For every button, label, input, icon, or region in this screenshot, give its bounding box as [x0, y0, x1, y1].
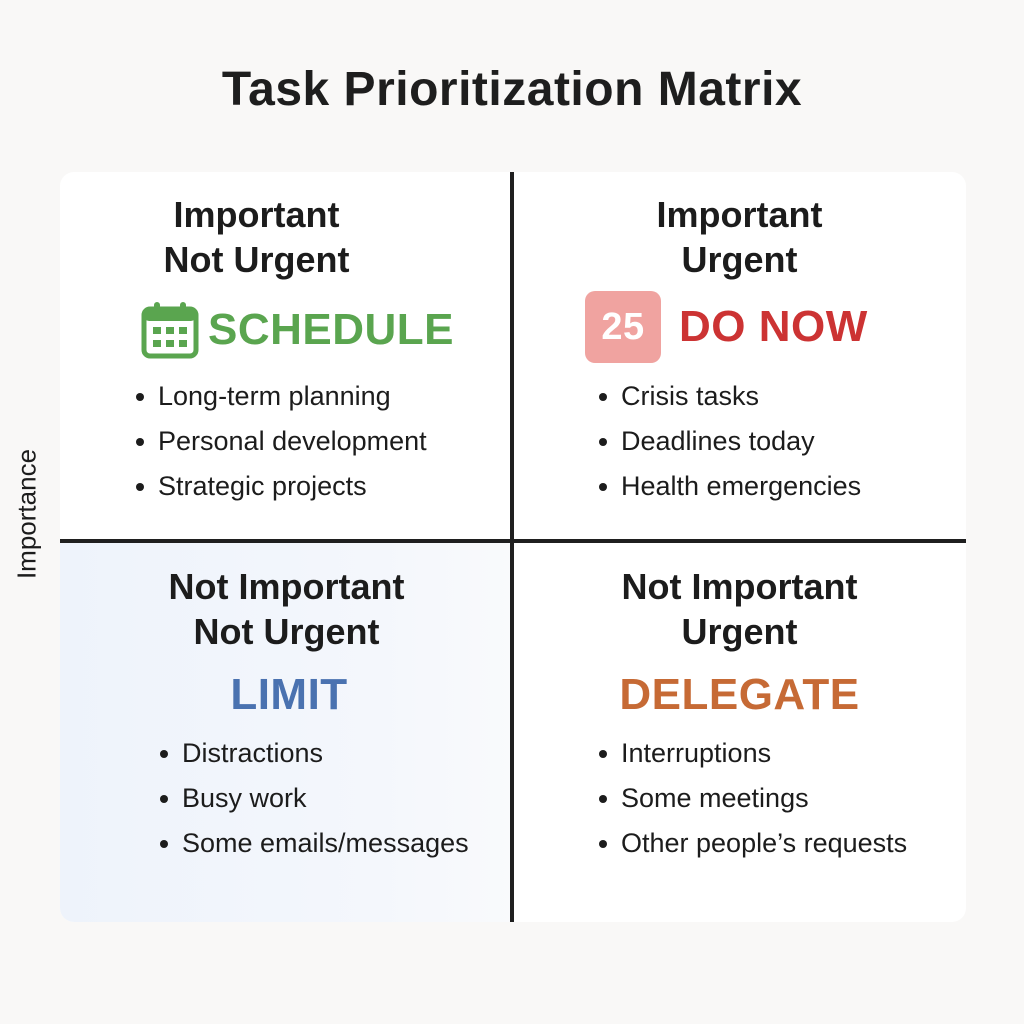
list-item: Health emergencies	[599, 464, 861, 509]
quadrant-not-important-urgent: Not Important Urgent DELEGATE Interrupti…	[513, 542, 966, 922]
heading-line-2: Urgent	[681, 611, 798, 652]
heading-line-2: Not Urgent	[193, 611, 380, 652]
priority-matrix: Important Not Urgent SCHEDULE	[60, 172, 966, 922]
heading-line-1: Important	[173, 194, 340, 235]
action-schedule: SCHEDULE	[140, 300, 454, 360]
action-label: SCHEDULE	[208, 305, 455, 354]
action-limit: LIMIT	[60, 670, 513, 720]
calendar-icon	[141, 302, 199, 359]
list-item: Deadlines today	[599, 419, 861, 464]
list-item: Busy work	[160, 776, 469, 821]
list-item: Other people’s requests	[599, 821, 907, 866]
action-do-now: 25 DO NOW	[585, 291, 868, 363]
quadrant-heading: Important Not Urgent	[60, 192, 483, 282]
horizontal-divider	[60, 539, 966, 543]
list-item: Some meetings	[599, 776, 907, 821]
action-delegate: DELEGATE	[513, 670, 966, 720]
quadrant-important-urgent: Important Urgent 25 DO NOW Crisis tasks …	[513, 172, 966, 542]
task-list: Interruptions Some meetings Other people…	[599, 731, 907, 866]
action-label: LIMIT	[230, 670, 348, 719]
list-item: Distractions	[160, 731, 469, 776]
list-item: Strategic projects	[136, 464, 427, 509]
quadrant-heading: Important Urgent	[513, 192, 966, 282]
list-item: Interruptions	[599, 731, 907, 776]
list-item: Some emails/messages	[160, 821, 469, 866]
quadrant-heading: Not Important Not Urgent	[60, 564, 513, 654]
heading-line-2: Not Urgent	[163, 239, 350, 280]
y-axis-label: Importance	[11, 448, 42, 580]
quadrant-not-important-not-urgent: Not Important Not Urgent LIMIT Distracti…	[60, 542, 513, 922]
quadrant-heading: Not Important Urgent	[513, 564, 966, 654]
heading-line-2: Urgent	[681, 239, 798, 280]
page-title: Task Prioritization Matrix	[221, 63, 803, 116]
heading-line-1: Important	[656, 194, 823, 235]
task-list: Long-term planning Personal development …	[136, 374, 427, 509]
action-label: DELEGATE	[619, 670, 860, 719]
quadrant-important-not-urgent: Important Not Urgent SCHEDULE	[60, 172, 513, 542]
list-item: Long-term planning	[136, 374, 427, 419]
action-label: DO NOW	[679, 302, 868, 351]
list-item: Crisis tasks	[599, 374, 861, 419]
task-list: Crisis tasks Deadlines today Health emer…	[599, 374, 861, 509]
date-badge: 25	[585, 291, 661, 363]
task-list: Distractions Busy work Some emails/messa…	[160, 731, 469, 866]
list-item: Personal development	[136, 419, 427, 464]
heading-line-1: Not Important	[621, 566, 858, 607]
heading-line-1: Not Important	[168, 566, 405, 607]
vertical-divider	[510, 172, 514, 922]
